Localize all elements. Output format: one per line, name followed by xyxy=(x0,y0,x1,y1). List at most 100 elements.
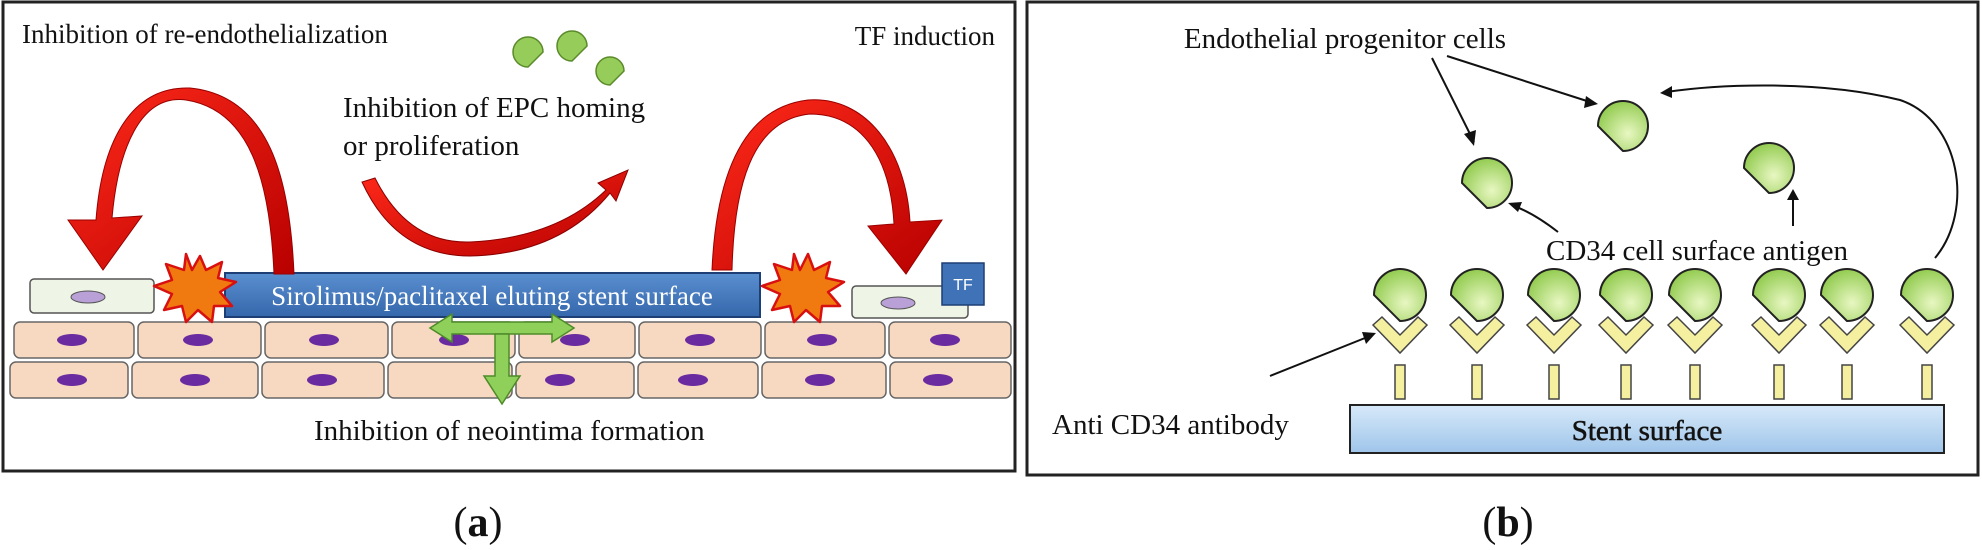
green-arrow-horizontal xyxy=(428,312,576,344)
antibody-y-icon xyxy=(1525,315,1583,355)
epc-inhibition-arrow xyxy=(361,169,629,257)
antibody-y-icon xyxy=(1597,315,1655,355)
endothelial-nucleus-left xyxy=(70,290,106,304)
antibody-y-icon xyxy=(1666,315,1724,355)
tf-badge xyxy=(941,262,985,306)
captured-unit xyxy=(1898,268,1956,400)
tf-induction-arrow-right xyxy=(711,99,943,275)
label-epc-line2: or proliferation xyxy=(343,130,520,162)
nucleus xyxy=(685,334,715,346)
captured-epc-icon xyxy=(1819,268,1874,323)
captured-unit xyxy=(1597,268,1655,400)
nucleus xyxy=(180,374,210,386)
nucleus xyxy=(183,334,213,346)
stent-surface-a-label: Sirolimus/paclitaxel eluting stent surfa… xyxy=(271,281,713,311)
stent-surface-b-label: Stent surface xyxy=(1572,415,1723,447)
antibody-stem xyxy=(1620,364,1632,400)
panel-b: Endothelial progenitor cells CD34 cell s… xyxy=(1025,0,1980,477)
captured-epc-icon xyxy=(1899,268,1954,323)
epc-pointer-1-head xyxy=(1464,130,1476,146)
captured-epc-icon xyxy=(1372,268,1427,323)
epc-drop-2-icon xyxy=(556,30,588,62)
antibody-y-icon xyxy=(1371,315,1429,355)
nucleus xyxy=(923,374,953,386)
captured-unit xyxy=(1818,268,1876,400)
caption-b-letter: b xyxy=(1496,500,1519,546)
caption-b: (b) xyxy=(1482,500,1533,546)
antibody-stem xyxy=(1548,364,1560,400)
antibody-pointer-head xyxy=(1362,332,1376,344)
antibody-y-icon xyxy=(1448,315,1506,355)
antibody-stem xyxy=(1773,364,1785,400)
tissue-row-2 xyxy=(9,361,1012,399)
tissue-cells xyxy=(9,321,1012,399)
label-epc: Endothelial progenitor cells xyxy=(1184,23,1506,55)
endothelial-nucleus-right xyxy=(880,296,916,310)
captured-epc-icon xyxy=(1526,268,1581,323)
label-epc-line1: Inhibition of EPC homing xyxy=(343,92,645,124)
inflammation-burst-right-icon xyxy=(760,252,846,324)
nucleus xyxy=(560,334,590,346)
antibody-y-icon xyxy=(1750,315,1808,355)
antibody-y-icon xyxy=(1818,315,1876,355)
cd34-pointer-1-head xyxy=(1508,202,1522,212)
antibody-stem xyxy=(1471,364,1483,400)
captured-unit xyxy=(1448,268,1506,400)
captured-unit xyxy=(1750,268,1808,400)
nucleus xyxy=(805,374,835,386)
tf-badge-label: TF xyxy=(953,277,973,294)
svg-text:(a): (a) xyxy=(454,500,503,546)
antibody-y-icon xyxy=(1898,315,1956,355)
captured-epc-icon xyxy=(1598,268,1653,323)
antibody-pointer xyxy=(1269,335,1371,377)
epc-pointer-2-head xyxy=(1584,96,1598,108)
epc-pointer-2 xyxy=(1446,55,1591,103)
captured-unit xyxy=(1525,268,1583,400)
cd34-pointer-3 xyxy=(1665,84,1959,259)
captured-unit xyxy=(1371,268,1429,400)
nucleus xyxy=(930,334,960,346)
nucleus xyxy=(309,334,339,346)
nucleus xyxy=(307,374,337,386)
cd34-pointer-2-head xyxy=(1787,189,1799,200)
captured-unit xyxy=(1666,268,1724,400)
svg-text:(b): (b) xyxy=(1482,500,1533,546)
green-arrows xyxy=(428,312,576,406)
panel-b-frame xyxy=(1025,0,1980,477)
antibody-stem xyxy=(1689,364,1701,400)
free-epc-2-icon xyxy=(1596,100,1649,153)
epc-drop-1-icon xyxy=(512,36,544,68)
label-neointima: Inhibition of neointima formation xyxy=(314,415,705,447)
panel-a: Inhibition of re-endothelialization TF i… xyxy=(1,0,1017,473)
nucleus xyxy=(807,334,837,346)
nucleus xyxy=(57,374,87,386)
caption-a: (a) xyxy=(454,500,503,546)
free-epc-3-icon xyxy=(1742,142,1795,195)
antibody-stem xyxy=(1921,364,1933,400)
antibody-stem xyxy=(1841,364,1853,400)
label-tf-induction: TF induction xyxy=(855,21,996,51)
label-reendothelialization: Inhibition of re-endothelialization xyxy=(22,19,388,49)
stent-surface-a xyxy=(224,272,761,318)
tissue-row-1 xyxy=(13,321,1012,359)
reendothelialization-arrow-left xyxy=(67,87,295,275)
green-arrow-down xyxy=(482,333,522,406)
cd34-pointer-3-head xyxy=(1660,86,1672,98)
antibody-stem xyxy=(1394,364,1406,400)
epc-pointer-1 xyxy=(1431,57,1475,143)
captured-epc-icon xyxy=(1667,268,1722,323)
captured-epc-icon xyxy=(1449,268,1504,323)
nucleus xyxy=(57,334,87,346)
label-cd34: CD34 cell surface antigen xyxy=(1546,235,1848,267)
nucleus xyxy=(678,374,708,386)
inflammation-burst-left-icon xyxy=(152,252,238,324)
pointer-arrows xyxy=(1269,55,1959,377)
nucleus xyxy=(545,374,575,386)
epc-drops xyxy=(512,30,625,86)
panel-a-frame xyxy=(1,0,1017,473)
epc-drop-3-icon xyxy=(595,56,625,86)
stent-surface-b xyxy=(1349,404,1945,454)
captured-epc-icon xyxy=(1751,268,1806,323)
free-epc-1-icon xyxy=(1460,157,1513,210)
